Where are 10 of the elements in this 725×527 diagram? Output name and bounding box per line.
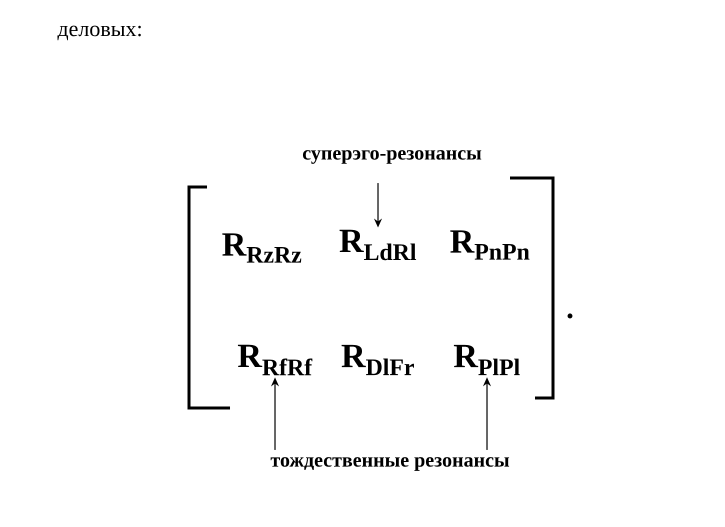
period-mark: . (568, 314, 572, 318)
matrix-entry: R$_{RfRf}$ (238, 344, 312, 376)
caption-text: деловых: (57, 26, 141, 40)
matrix-entry: R$_{PlPl}$ (454, 344, 520, 376)
matrix-entry: R$_{LdRl}$ (340, 230, 416, 260)
caption-text: суперэго-резонансы (302, 150, 482, 164)
caption-text: тождественные резонансы (270, 457, 510, 471)
matrix-entry: R$_{RzRz}$ (222, 233, 302, 263)
matrix-entry: R$_{PnPn}$ (450, 230, 530, 260)
matrix-entry: R$_{DlFr}$ (342, 344, 414, 376)
